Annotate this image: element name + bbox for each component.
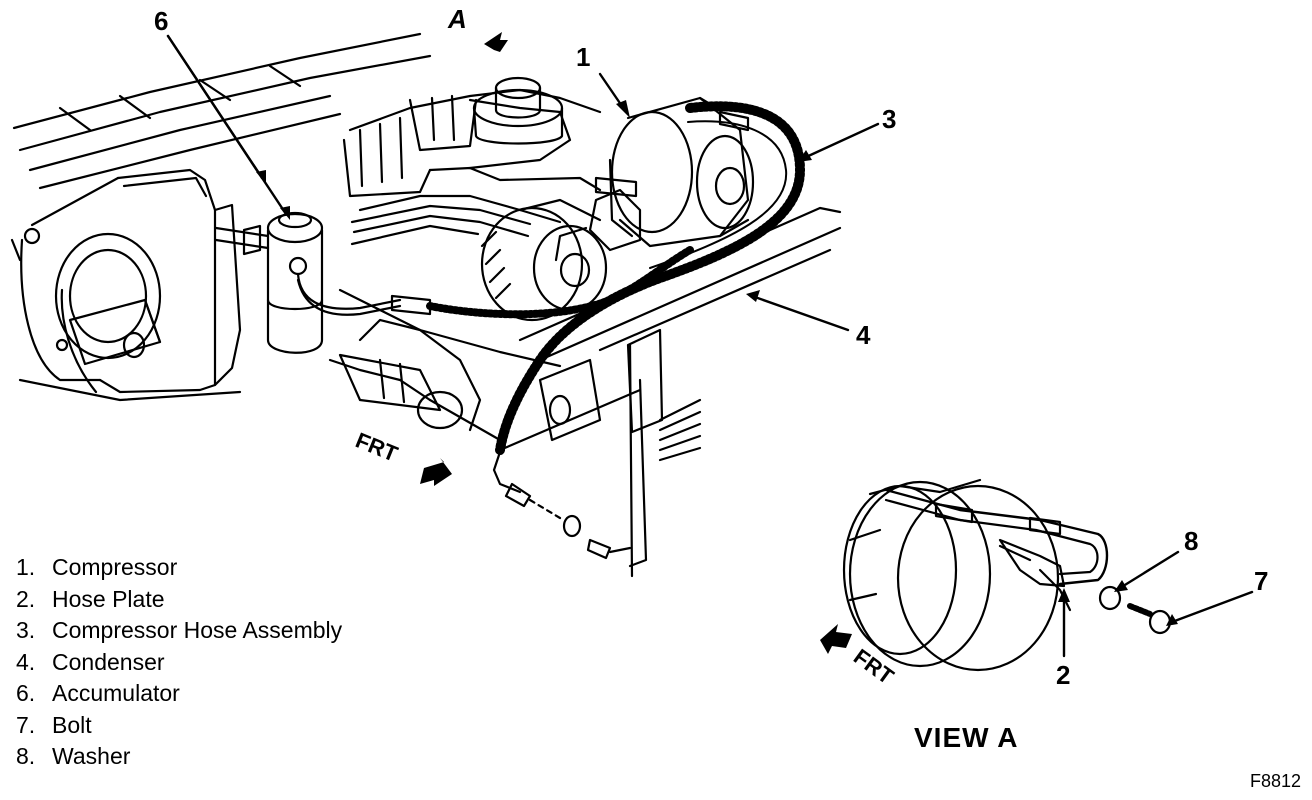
frt-arrow-view-a [820, 624, 852, 654]
legend-item: 1. Compressor [16, 552, 342, 584]
legend-item: 6. Accumulator [16, 678, 342, 710]
view-marker-a: A [447, 4, 467, 34]
starter-motor [338, 353, 464, 430]
legend-label: Compressor Hose Assembly [52, 617, 343, 643]
legend-label: Hose Plate [52, 585, 165, 612]
firewall-cowl [10, 32, 432, 402]
legend-item: 4. Condenser [16, 647, 342, 679]
legend-number: 6. [16, 680, 36, 706]
legend-label: Washer [52, 743, 131, 769]
blower-motor [23, 227, 162, 366]
view-a-leaders [1062, 550, 1254, 658]
callout-8: 8 [1184, 526, 1198, 556]
callout-arrowheads [256, 100, 812, 302]
parts-legend: 1. Compressor 2. Hose Plate 3. Compressor H… [16, 552, 342, 773]
legend-number: 7. [16, 711, 36, 738]
legend-item: 2. Hose Plate [16, 584, 342, 616]
view-a-marker-arrow [484, 32, 508, 52]
legend-number: 1. [16, 554, 36, 580]
bolt-view-a [1127, 603, 1172, 635]
accumulator [214, 211, 402, 354]
condenser [428, 206, 842, 578]
hose-plate-main [492, 450, 632, 560]
washer-view-a [1098, 585, 1122, 611]
legend-number: 2. [16, 585, 36, 612]
frt-label-view-a: FRT [849, 644, 899, 690]
callout-leaders [166, 34, 880, 332]
frt-arrow-main [420, 458, 452, 486]
blower-housing [20, 168, 242, 394]
callout-1: 1 [576, 42, 590, 72]
callout-7: 7 [1254, 566, 1268, 596]
legend-label: Accumulator [52, 680, 180, 706]
alternator [480, 198, 608, 322]
legend-label: Bolt [52, 711, 92, 738]
compressor-bracket [554, 188, 642, 262]
legend-label: Condenser [52, 648, 165, 675]
callout-2: 2 [1056, 660, 1070, 690]
legend-number: 8. [16, 743, 36, 769]
view-a-title: VIEW A [914, 722, 1019, 753]
callout-4: 4 [856, 320, 871, 350]
callout-6: 6 [154, 6, 168, 36]
legend-item: 8. Washer [16, 741, 342, 773]
legend-item: 7. Bolt [16, 710, 342, 742]
callout-3: 3 [882, 104, 896, 134]
legend-number: 4. [16, 648, 36, 675]
figure-code: F8812 [1250, 771, 1302, 791]
legend-number: 3. [16, 617, 36, 643]
frt-label-main: FRT [352, 427, 402, 466]
oil-filler-cap [472, 76, 564, 145]
compressor [608, 96, 755, 248]
view-a-detail [842, 478, 1109, 672]
engine-block [328, 88, 602, 432]
legend-item: 3. Compressor Hose Assembly [16, 615, 342, 647]
legend-label: Compressor [52, 554, 178, 580]
view-a-arrowheads [1058, 580, 1178, 626]
